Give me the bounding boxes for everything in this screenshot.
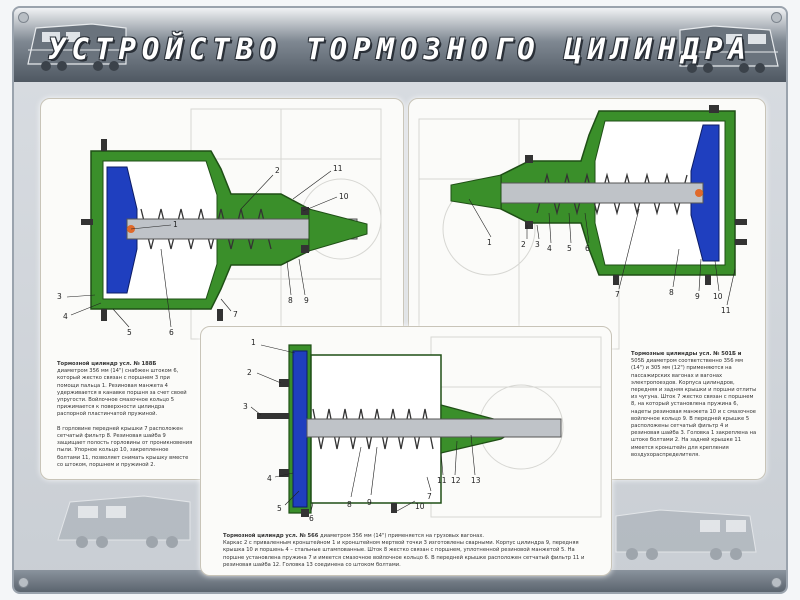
caption-line: передняя и задняя крышки и поршни отлиты	[631, 387, 757, 394]
caption-line: крышка 10 и поршень 4 – стальные штампов…	[223, 547, 575, 554]
callout-label: 7	[615, 290, 620, 299]
caption-line: защищает полость горловины от проникнове…	[57, 440, 193, 447]
callout-label: 8	[669, 288, 674, 297]
caption-line: помощи пальца 1. Резиновая манжета 4	[57, 382, 168, 389]
caption-line: имеется кронштейн для крепления	[631, 444, 729, 451]
caption-line: распорной пластинчатой пружиной.	[57, 411, 158, 418]
caption-line: упругости. Войлочное смазочное кольцо 5	[57, 397, 175, 404]
locomotive-illustration-top-right	[679, 25, 779, 73]
callout-label: 3	[57, 292, 62, 301]
callout-label: 11	[721, 306, 731, 315]
callout-label: 11	[333, 164, 343, 173]
caption-line: прижимается к поверхности цилиндра	[57, 404, 165, 411]
caption-line: резиновая шайба 3. Головка 1 закреплена …	[631, 430, 757, 437]
callout-label: 7	[427, 492, 432, 501]
caption-line: удерживается в канавке поршня за счет св…	[57, 389, 187, 396]
poster-title: УСТРОЙСТВО ТОРМОЗНОГО ЦИЛИНДРА	[48, 32, 752, 66]
callout-label: 8	[288, 296, 293, 305]
locomotive-illustration-top-left	[27, 23, 127, 71]
callout-label: 7	[233, 310, 238, 319]
mounting-screw-icon	[18, 12, 29, 23]
callout-label: 4	[267, 474, 272, 483]
callout-label: 6	[585, 244, 590, 253]
callout-label: 3	[535, 240, 540, 249]
callout-label: 1	[251, 338, 256, 347]
caption-title: Тормозные цилиндры усл. № 501Б и	[631, 351, 742, 357]
callout-label: 5	[127, 328, 132, 337]
caption-line: пассажирских вагонах и вагонах	[631, 372, 723, 379]
caption-line: резиновая шайба 12. Головка 13 соединена…	[223, 561, 401, 568]
callout-label: 11	[437, 476, 447, 485]
callout-label: 12	[451, 476, 461, 485]
callout-label: 4	[547, 244, 552, 253]
mounting-screw-icon	[771, 12, 782, 23]
caption-title: Тормозной цилиндр усл. № 566	[223, 533, 319, 539]
caption-line: 8, на который установлена пружина 6,	[631, 401, 739, 408]
callout-label: 1	[487, 238, 492, 247]
callout-label: 2	[521, 240, 526, 249]
caption-line: В горловине передней крышки 7 расположен	[57, 425, 183, 432]
caption-line: со штоком, поршнем и пружиной 2.	[57, 461, 156, 468]
mounting-screw-icon	[771, 577, 782, 588]
callout-label: 10	[339, 192, 349, 201]
caption-line: 505Б диаметром соответственно 356 мм	[631, 358, 743, 365]
caption-line: диаметром 356 мм (14") применяется на гр…	[320, 533, 485, 539]
callout-label: 1	[173, 220, 178, 229]
caption-188b: Тормозной цилиндр усл. № 188Б диаметром …	[57, 361, 207, 469]
cylinder-188b-diagram: 1 2 3 4 5 6 7 8 9 10 11	[57, 108, 382, 340]
callout-label: 9	[304, 296, 309, 305]
locomotive-illustration-bottom-right	[615, 509, 757, 560]
caption-line: болтами 11, позволяет снимать крышку вме…	[57, 454, 189, 461]
callout-label: 10	[415, 502, 425, 511]
callout-label: 4	[63, 312, 68, 321]
callout-label: 3	[243, 402, 248, 411]
callout-label: 8	[347, 500, 352, 509]
header-band	[14, 8, 786, 82]
callout-label: 9	[695, 292, 700, 301]
poster-board: УСТРОЙСТВО ТОРМОЗНОГО ЦИЛИНДРА	[12, 6, 788, 594]
caption-line: надеты резиновая манжета 10 и с смазочно…	[631, 408, 756, 415]
callout-label: 2	[275, 166, 280, 175]
locomotive-illustration-bottom-left	[57, 495, 191, 548]
cylinder-566-diagram: 1 2 3 4 5 6 7 8 9 10 11 12 13	[243, 336, 602, 523]
caption-line: сетчатый фильтр 8. Резиновая шайба 9	[57, 433, 166, 440]
callout-label: 6	[169, 328, 174, 337]
caption-line: воздухораспределителя.	[631, 451, 700, 458]
caption-566: Тормозной цилиндр усл. № 566 диаметром 3…	[223, 533, 593, 569]
caption-line: войлочное кольцо 9. В передней крышке 5	[631, 415, 750, 422]
panel-cylinder-566: 1 2 3 4 5 6 7 8 9 10 11 12 13 Тормозной …	[200, 326, 612, 576]
callout-label: 10	[713, 292, 723, 301]
caption-501b-505b: Тормозные цилиндры усл. № 501Б и 505Б ди…	[631, 351, 757, 459]
callout-label: 6	[309, 514, 314, 523]
callout-label: 5	[567, 244, 572, 253]
caption-line: пыли. Упорное кольцо 10, закрепленное	[57, 447, 169, 454]
cylinder-501b-diagram: 1 2 3 4 5 6 7 8 9 10 11	[418, 105, 747, 350]
caption-line: расположены сетчатый фильтр 4 и	[631, 423, 729, 430]
callout-label: 2	[247, 368, 252, 377]
caption-line: который жестко связан с поршнем 3 при	[57, 375, 170, 382]
mounting-screw-icon	[18, 577, 29, 588]
caption-line: поршне установлена пружина 7 и имеется с…	[223, 554, 585, 561]
caption-line: штоке болтами 2. На задней крышке 11	[631, 437, 742, 444]
caption-title: Тормозной цилиндр усл. № 188Б	[57, 361, 157, 367]
caption-line: (14") и 305 мм (12") применяются на	[631, 365, 732, 372]
caption-line: электропоездов. Корпуса цилиндров,	[631, 379, 735, 386]
callout-label: 13	[471, 476, 481, 485]
caption-line: Каркас 2 с приваленным кронштейном 1 и к…	[223, 540, 579, 547]
caption-line: из чугуна. Шток 7 жестко связан с поршне…	[631, 394, 754, 401]
callout-label: 9	[367, 498, 372, 507]
callout-label: 5	[277, 504, 282, 513]
caption-line: диаметром 356 мм (14") снабжен штоком 6,	[57, 368, 179, 375]
